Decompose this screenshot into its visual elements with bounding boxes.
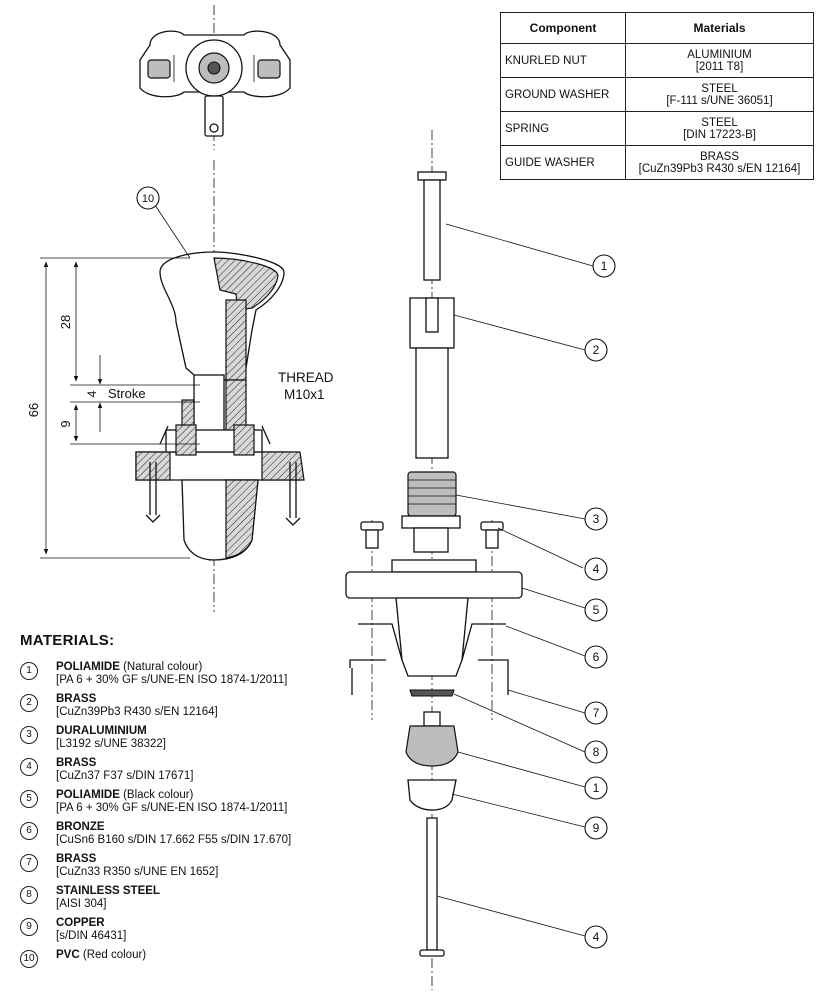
callout-label: 1 (593, 781, 600, 795)
item-number: 10 (20, 950, 38, 968)
item-name: POLIAMIDE (56, 661, 120, 673)
item-name: BRONZE (56, 821, 105, 833)
cell-component: SPRING (500, 111, 626, 146)
item-number: 7 (20, 854, 38, 872)
materials-list: MATERIALS: 1 POLIAMIDE (Natural colour) … (20, 632, 380, 981)
material-spec: [CuZn39Pb3 R430 s/EN 12164] (638, 162, 801, 175)
callout-label: 4 (593, 930, 600, 944)
cell-component: GUIDE WASHER (500, 145, 626, 180)
list-item: 7 BRASS [CuZn33 R350 s/UNE EN 1652] (20, 853, 380, 885)
item-number: 6 (20, 822, 38, 840)
list-item: 8 STAINLESS STEEL [AISI 304] (20, 885, 380, 917)
item-number: 5 (20, 790, 38, 808)
callout-label: 3 (593, 512, 600, 526)
item-number: 2 (20, 694, 38, 712)
cell-material: STEEL[DIN 17223-B] (625, 111, 814, 146)
item-name: DURALUMINIUM (56, 725, 147, 737)
item-name: BRASS (56, 757, 97, 769)
material-name: STEEL (701, 82, 738, 95)
list-item: 1 POLIAMIDE (Natural colour) [PA 6 + 30%… (20, 661, 380, 693)
item-spec: [AISI 304] (56, 898, 107, 910)
item-note: (Natural colour) (123, 661, 203, 673)
callout-label: 9 (593, 821, 600, 835)
item-number: 3 (20, 726, 38, 744)
dim-stroke: 4 (85, 390, 99, 397)
item-name: POLIAMIDE (56, 789, 120, 801)
list-item: 6 BRONZE [CuSn6 B160 s/DIN 17.662 F55 s/… (20, 821, 380, 853)
material-name: ALUMINIUM (687, 48, 752, 61)
item-number: 8 (20, 886, 38, 904)
callout-leaders (436, 223, 594, 937)
list-item: 9 COPPER [s/DIN 46431] (20, 917, 380, 949)
list-item: 5 POLIAMIDE (Black colour) [PA 6 + 30% G… (20, 789, 380, 821)
material-spec: [2011 T8] (695, 60, 744, 73)
item-note: (Red colour) (82, 949, 147, 961)
item-spec: [CuZn33 R350 s/UNE EN 1652] (56, 866, 219, 878)
exploded-view (345, 130, 523, 990)
material-spec: [DIN 17223-B] (683, 128, 756, 141)
item-spec: [s/DIN 46431] (56, 930, 127, 942)
item-name: BRASS (56, 693, 97, 705)
top-view (139, 5, 291, 150)
list-item: 3 DURALUMINIUM [L3192 s/UNE 38322] (20, 725, 380, 757)
item-number: 4 (20, 758, 38, 776)
item-spec: [PA 6 + 30% GF s/UNE-EN ISO 1874-1/2011] (56, 674, 288, 686)
section-view: 10 66 28 4 Stroke 9 THREAD M10x1 (26, 160, 334, 612)
callout-label: 4 (593, 562, 600, 576)
material-name: BRASS (700, 150, 739, 163)
materials-title: MATERIALS: (20, 632, 115, 649)
item-spec: [CuSn6 B160 s/DIN 17.662 F55 s/DIN 17.67… (56, 834, 292, 846)
table-row: GUIDE WASHER BRASS[CuZn39Pb3 R430 s/EN 1… (500, 145, 814, 180)
cell-component: KNURLED NUT (500, 43, 626, 78)
item-name: STAINLESS STEEL (56, 885, 160, 897)
material-spec: [F-111 s/UNE 36051] (666, 94, 773, 107)
callouts: 1 2 3 4 5 6 7 8 1 9 4 (584, 254, 616, 949)
table-row: GROUND WASHER STEEL[F-111 s/UNE 36051] (500, 77, 814, 112)
cell-material: BRASS[CuZn39Pb3 R430 s/EN 12164] (625, 145, 814, 180)
cell-component: GROUND WASHER (500, 77, 626, 112)
item-name: BRASS (56, 853, 97, 865)
dim-lower: 9 (58, 420, 73, 427)
dim-overall: 66 (26, 403, 41, 417)
table-header-row: Component Materials (500, 12, 814, 44)
list-item: 4 BRASS [CuZn37 F37 s/DIN 17671] (20, 757, 380, 789)
header-component: Component (500, 12, 626, 44)
material-name: STEEL (701, 116, 738, 129)
cell-material: ALUMINIUM[2011 T8] (625, 43, 814, 78)
table-row: KNURLED NUT ALUMINIUM[2011 T8] (500, 43, 814, 78)
thread-label-line1: THREAD (278, 370, 334, 385)
item-number: 9 (20, 918, 38, 936)
callout-label: 8 (593, 745, 600, 759)
component-table: Component Materials KNURLED NUT ALUMINIU… (500, 12, 814, 180)
part-tag-10: 10 (142, 193, 154, 205)
item-note: (Black colour) (123, 789, 194, 801)
list-item: 2 BRASS [CuZn39Pb3 R430 s/EN 12164] (20, 693, 380, 725)
header-materials: Materials (625, 12, 814, 44)
item-name: PVC (56, 949, 80, 961)
callout-label: 1 (601, 259, 608, 273)
table-row: SPRING STEEL[DIN 17223-B] (500, 111, 814, 146)
list-item: 10 PVC (Red colour) (20, 949, 380, 981)
callout-label: 2 (593, 343, 600, 357)
item-number: 1 (20, 662, 38, 680)
callout-label: 5 (593, 603, 600, 617)
item-spec: [L3192 s/UNE 38322] (56, 738, 166, 750)
item-spec: [CuZn37 F37 s/DIN 17671] (56, 770, 194, 782)
callout-label: 7 (593, 706, 600, 720)
dim-stroke-label: Stroke (108, 386, 146, 401)
item-spec: [PA 6 + 30% GF s/UNE-EN ISO 1874-1/2011] (56, 802, 288, 814)
callout-label: 6 (593, 650, 600, 664)
thread-label-line2: M10x1 (284, 387, 325, 402)
dim-top: 28 (58, 315, 73, 329)
item-spec: [CuZn39Pb3 R430 s/EN 12164] (56, 706, 218, 718)
cell-material: STEEL[F-111 s/UNE 36051] (625, 77, 814, 112)
item-name: COPPER (56, 917, 105, 929)
